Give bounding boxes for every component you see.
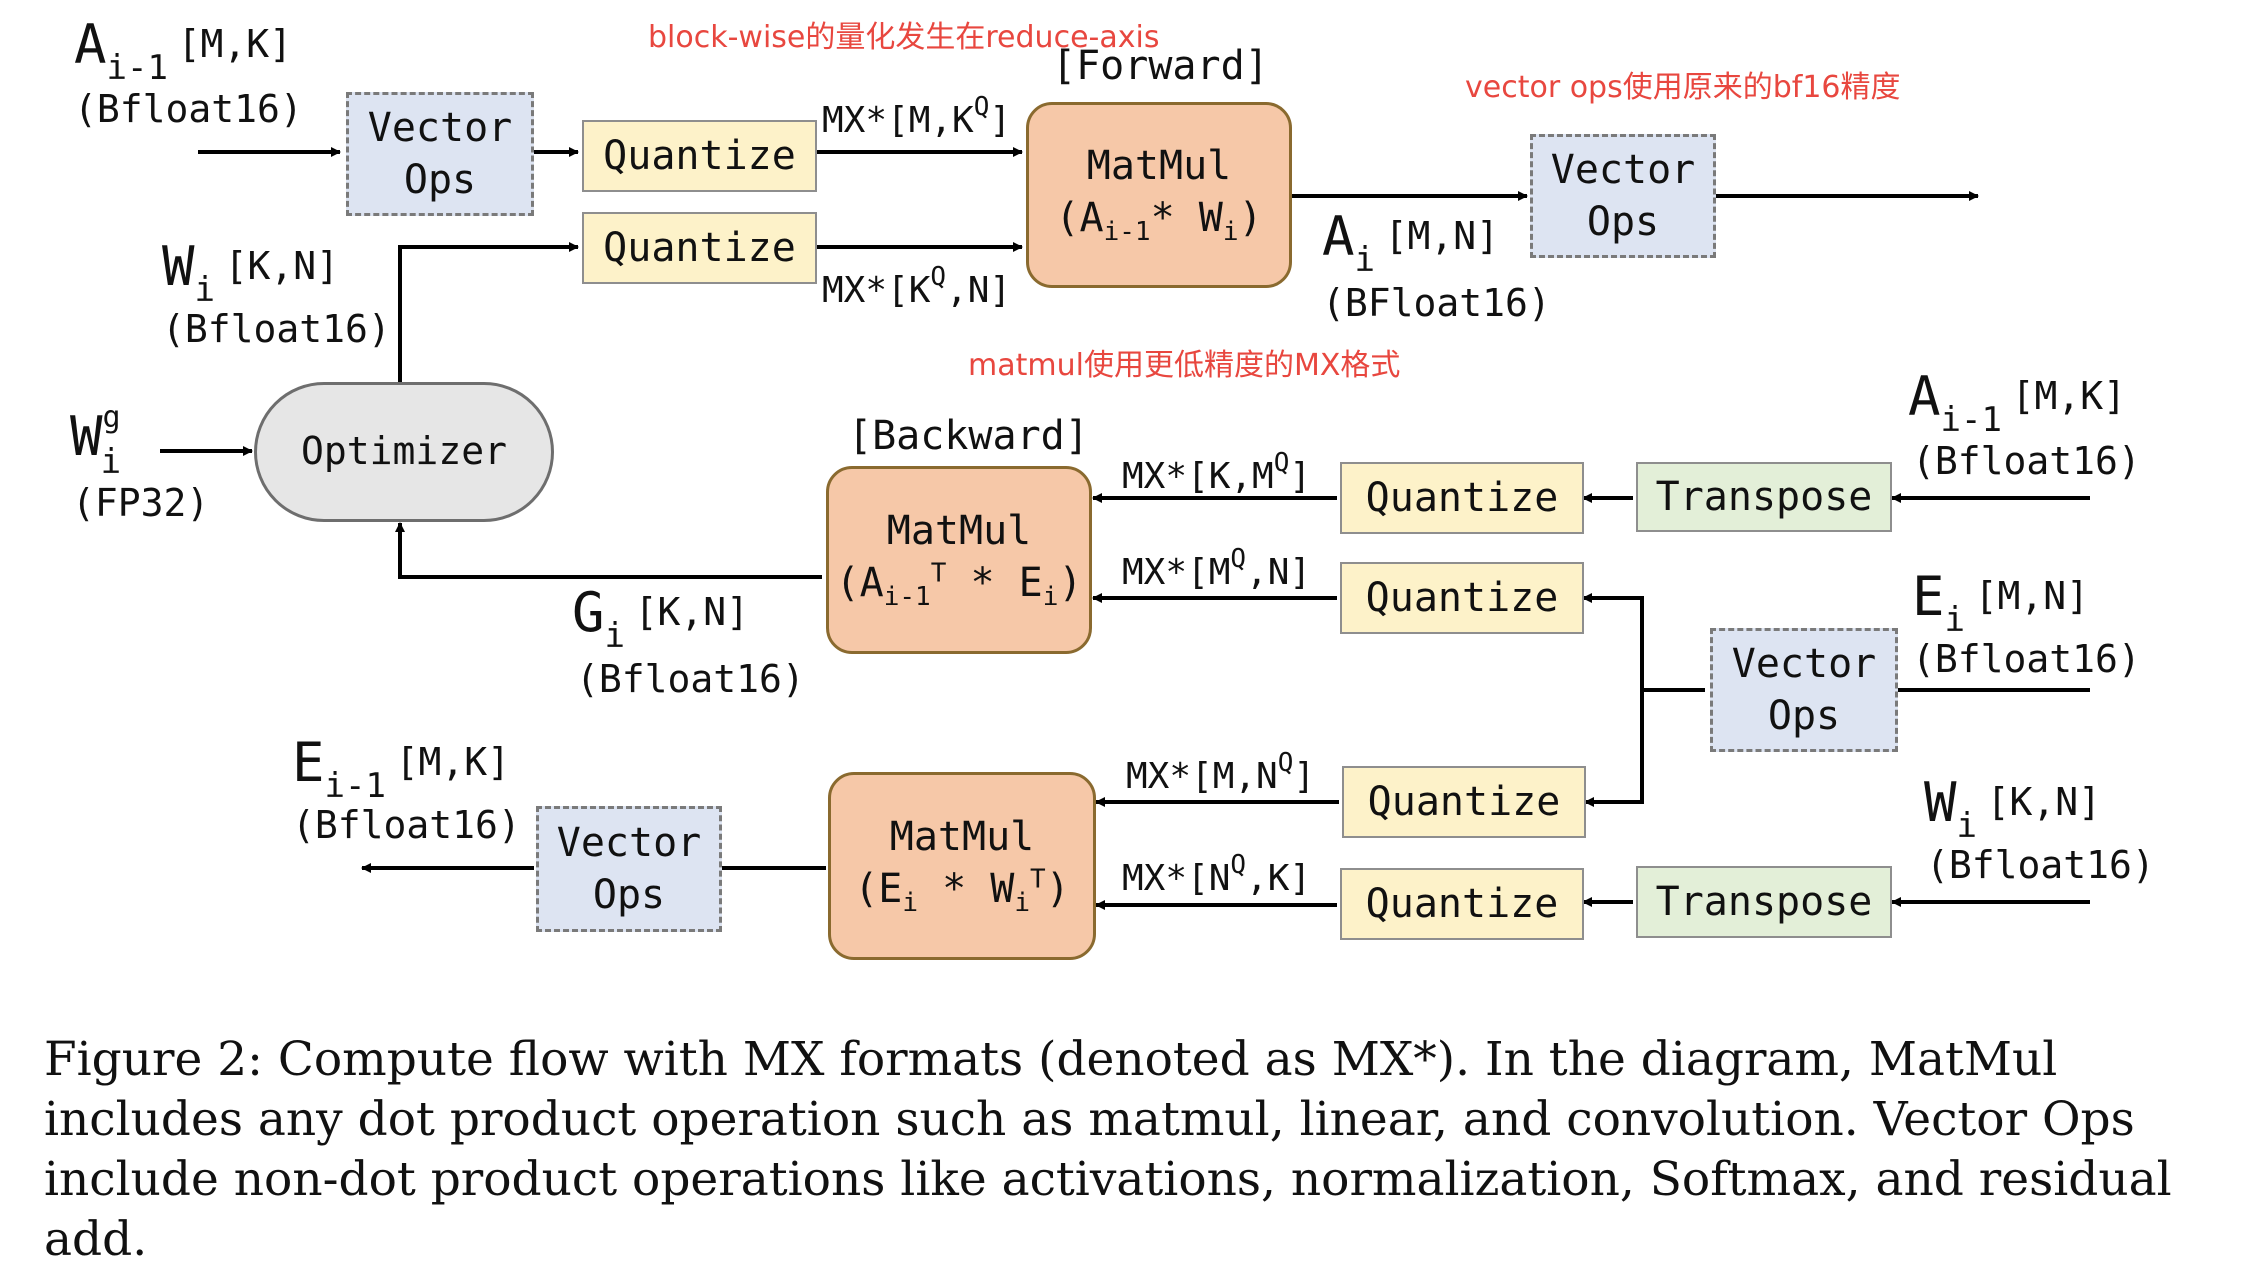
dtype-a-prev-backward: (Bfloat16): [1912, 439, 2141, 483]
edge-label-backward2-bottom: MX*[NQ,K]: [1122, 850, 1312, 899]
arrow-optimizer-to-quantize: [398, 242, 579, 383]
matmul-backward-weight-grad: MatMul (Ai-1T * Ei): [826, 466, 1092, 654]
edge-label-backward1-bottom: MX*[MQ,N]: [1122, 544, 1312, 593]
quantize-forward-a: Quantize: [582, 120, 817, 192]
edge-label-forward-top: MX*[M,KQ]: [822, 92, 1012, 141]
dtype-w-forward: (Bfloat16): [162, 307, 391, 351]
tensor-g: Gi [K,N]: [572, 581, 750, 656]
dtype-e-prev: (Bfloat16): [292, 803, 521, 847]
tensor-wg: Wgi: [70, 399, 122, 483]
annotation-blockwise: block-wise的量化发生在reduce-axis: [648, 20, 1160, 55]
tensor-a-prev-backward: Ai-1 [M,K]: [1908, 365, 2126, 440]
dtype-a-prev-forward: (Bfloat16): [74, 87, 303, 131]
matmul-backward-input-grad: MatMul (Ei * WiT): [828, 772, 1096, 960]
transpose-backward-w: Transpose: [1636, 866, 1892, 938]
tensor-w-forward: Wi [K,N]: [162, 235, 340, 310]
figure-caption: Figure 2: Compute flow with MX formats (…: [44, 1032, 2172, 1267]
quantize-backward-e-top: Quantize: [1340, 562, 1584, 634]
tensor-e-prev: Ei-1 [M,K]: [292, 731, 510, 806]
tensor-e: Ei [M,N]: [1912, 565, 2090, 640]
tensor-a-prev-forward: Ai-1 [M,K]: [74, 13, 292, 88]
transpose-backward-a: Transpose: [1636, 462, 1892, 532]
dtype-wg: (FP32): [72, 481, 210, 525]
quantize-forward-w: Quantize: [582, 212, 817, 284]
edge-label-backward1-top: MX*[K,MQ]: [1122, 448, 1312, 497]
edge-label-forward-bottom: MX*[KQ,N]: [822, 262, 1012, 311]
optimizer: Optimizer: [254, 382, 554, 522]
backward-label: [Backward]: [848, 413, 1089, 459]
flow-connectors: [160, 147, 2090, 910]
tensor-a-forward-output: Ai [M,N]: [1322, 205, 1500, 280]
dtype-g: (Bfloat16): [576, 657, 805, 701]
annotation-vector-ops-precision: vector ops使用原来的bf16精度: [1465, 70, 1901, 105]
annotation-matmul-precision: matmul使用更低精度的MX格式: [968, 348, 1401, 383]
edge-label-backward2-top: MX*[M,NQ]: [1126, 748, 1316, 797]
forward-label: [Forward]: [1052, 43, 1269, 89]
dtype-e: (Bfloat16): [1912, 637, 2141, 681]
quantize-backward-w: Quantize: [1340, 868, 1584, 940]
quantize-backward-a: Quantize: [1340, 462, 1584, 534]
tensor-w-backward: Wi [K,N]: [1924, 771, 2102, 846]
dtype-a-forward-output: (BFloat16): [1322, 281, 1551, 325]
dtype-w-backward: (Bfloat16): [1926, 843, 2155, 887]
arrow-matmul-to-optimizer: [395, 522, 822, 579]
quantize-backward-e-bottom: Quantize: [1342, 766, 1586, 838]
matmul-forward: MatMul (Ai-1* Wi): [1026, 102, 1292, 288]
